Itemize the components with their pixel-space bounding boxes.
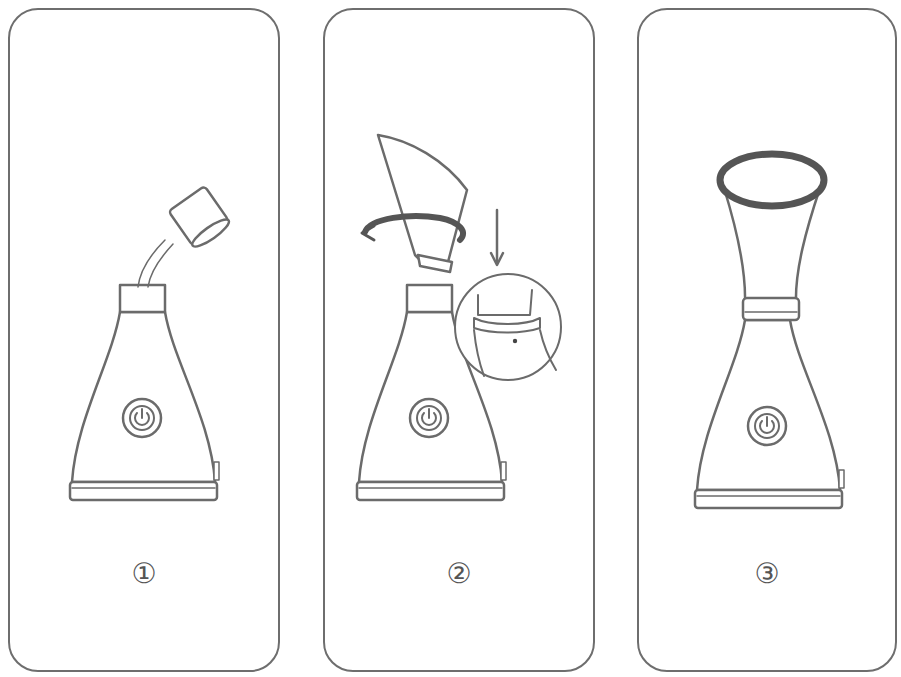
- step-panel: ①: [8, 8, 280, 672]
- step-number: ②: [325, 557, 593, 590]
- step-number: ③: [639, 557, 895, 590]
- step-panel: ③: [637, 8, 897, 672]
- steamer-step-3: [695, 154, 844, 508]
- steamer-step-2: [357, 135, 561, 500]
- step-number: ①: [10, 557, 278, 590]
- step-panel: ②: [323, 8, 595, 672]
- steamer-step-1: [70, 186, 232, 500]
